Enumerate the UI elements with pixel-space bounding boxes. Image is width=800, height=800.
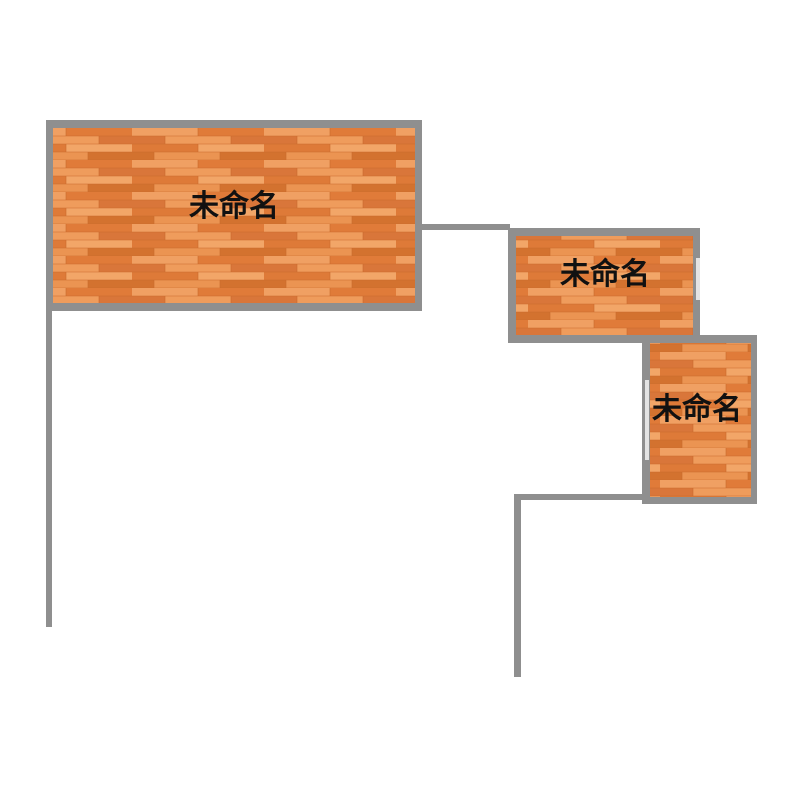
wall-room1-bottom: [46, 303, 422, 311]
wall-room2-top: [508, 228, 700, 236]
wall-left-extension: [46, 305, 52, 627]
room-2-label: 未命名: [560, 257, 650, 292]
room-2-floor: [515, 235, 694, 336]
wall-connector: [420, 224, 510, 230]
wall-room3-right: [751, 335, 757, 504]
wall-room2-bottom: [508, 335, 648, 343]
wall-room2-left: [508, 228, 516, 342]
wall-lower-connector: [514, 494, 646, 500]
wall-lower-extension: [514, 494, 521, 677]
wall-room3-bottom: [642, 497, 757, 504]
room-3-label: 未命名: [652, 392, 742, 427]
wall-room1-right: [415, 120, 422, 310]
wall-room1-top: [46, 120, 422, 128]
door-room3-left: [645, 380, 649, 460]
door-room2-right: [696, 258, 700, 300]
room-3-floor: [649, 343, 751, 498]
room-1-floor: [52, 127, 416, 305]
room-1-label: 未命名: [189, 189, 279, 224]
wall-room3-top: [642, 335, 757, 343]
wall-room1-left: [46, 120, 53, 310]
